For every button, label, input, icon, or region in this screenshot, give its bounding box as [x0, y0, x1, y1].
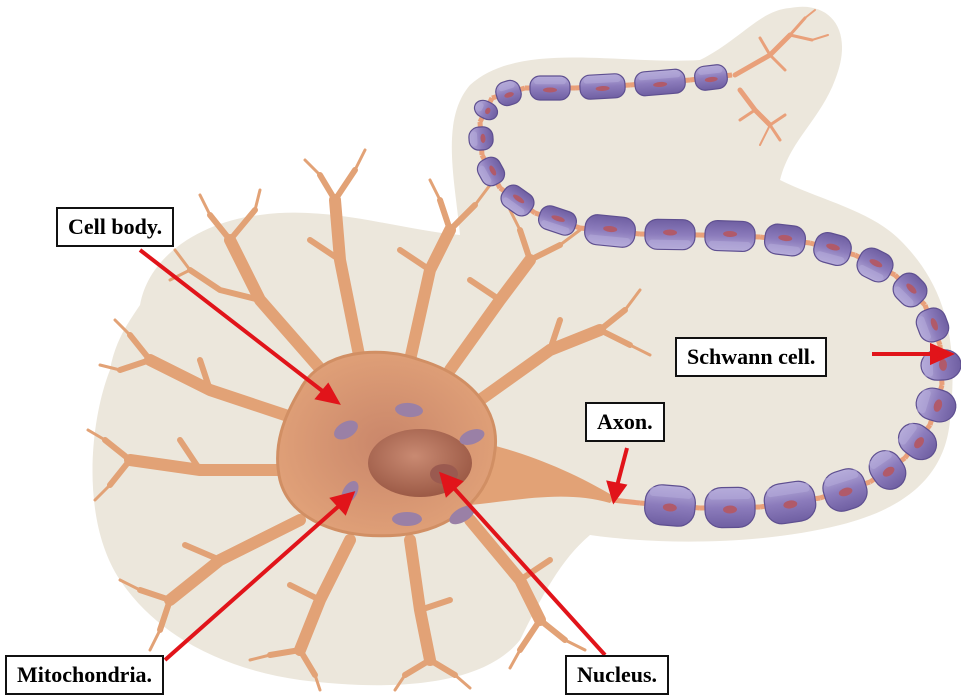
axon-connector	[612, 500, 640, 503]
schwann-cell	[705, 487, 756, 528]
schwann-cell	[579, 73, 625, 99]
label-mitochondria: Mitochondria.	[5, 655, 164, 695]
schwann-cell	[583, 214, 636, 249]
schwann-cell	[634, 68, 686, 96]
schwann-cell	[763, 223, 807, 258]
label-schwann-cell: Schwann cell.	[675, 337, 827, 377]
schwann-cell	[643, 483, 696, 527]
label-cell-body: Cell body.	[56, 207, 174, 247]
label-axon: Axon.	[585, 402, 665, 442]
schwann-cell	[468, 126, 493, 150]
schwann-cell	[530, 76, 570, 100]
label-nucleus: Nucleus.	[565, 655, 669, 695]
schwann-cell	[645, 219, 696, 250]
schwann-nucleus	[543, 88, 557, 93]
schwann-cell	[704, 220, 755, 252]
schwann-cell	[694, 64, 729, 92]
